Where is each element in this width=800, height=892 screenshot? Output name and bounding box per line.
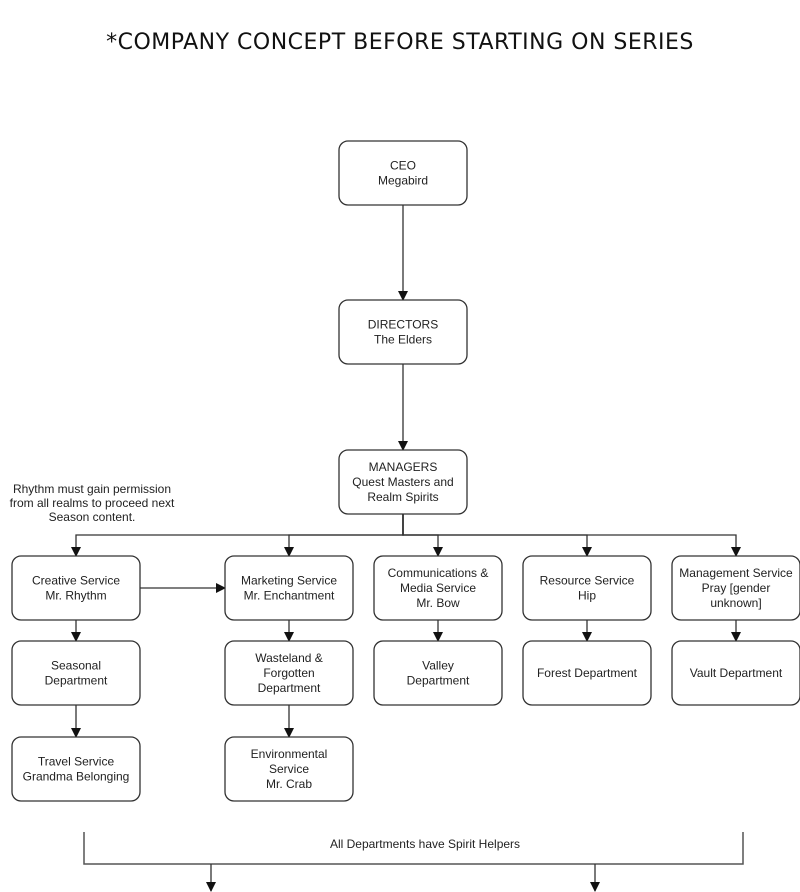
node-label-line: Mr. Rhythm [45, 589, 106, 603]
node-box [11, 555, 141, 621]
node-box [338, 140, 468, 206]
node-label-line: Realm Spirits [367, 490, 438, 504]
node-label-line: Department [45, 674, 108, 688]
node-box [338, 299, 468, 365]
node-label-line: Environmental [251, 747, 328, 761]
node-label-line: Department [407, 674, 470, 688]
node-vault[interactable]: Vault Department [671, 640, 800, 706]
node-label-line: Valley [422, 659, 454, 673]
node-label-line: Resource Service [540, 574, 635, 588]
node-forest[interactable]: Forest Department [522, 640, 652, 706]
node-label-line: CEO [390, 159, 416, 173]
node-box [522, 555, 652, 621]
node-label-line: Wasteland & [255, 651, 323, 665]
node-label-line: Travel Service [38, 755, 115, 769]
node-box [11, 640, 141, 706]
node-label-line: Grandma Belonging [23, 770, 130, 784]
node-box [522, 640, 652, 706]
node-label-line: DIRECTORS [368, 318, 438, 332]
node-box [224, 736, 354, 802]
node-label-line: Forgotten [263, 666, 314, 680]
node-box [224, 640, 354, 706]
edge-managers-to-management [402, 514, 741, 557]
connectors [71, 205, 741, 738]
node-label-line: Hip [578, 589, 596, 603]
node-label-line: Media Service [400, 581, 476, 595]
node-label-line: Mr. Crab [266, 777, 312, 791]
rhythm-note-line: from all realms to proceed next [10, 496, 175, 510]
node-box [671, 555, 800, 621]
node-box [224, 555, 354, 621]
node-label-line: Forest Department [537, 666, 638, 680]
node-label-line: Department [258, 681, 321, 695]
node-box [671, 640, 800, 706]
node-label-line: Vault Department [690, 666, 783, 680]
node-label-line: Marketing Service [241, 574, 337, 588]
node-label-line: Pray [gender [702, 581, 771, 595]
node-label-line: MANAGERS [369, 460, 438, 474]
node-box [373, 640, 503, 706]
spirit-helpers-bracket [83, 832, 744, 865]
node-label-line: Service [269, 762, 309, 776]
edge-managers-to-marketing [284, 514, 404, 557]
node-label-line: Mr. Bow [416, 596, 460, 610]
node-label-line: Communications & [388, 566, 489, 580]
node-label-line: Seasonal [51, 659, 101, 673]
node-label-line: The Elders [374, 333, 432, 347]
diagram-title: *COMPANY CONCEPT BEFORE STARTING ON SERI… [106, 30, 694, 55]
node-label-line: Management Service [679, 566, 793, 580]
node-box [11, 736, 141, 802]
node-box [338, 449, 468, 515]
node-box [373, 555, 503, 621]
rhythm-note-line: Rhythm must gain permission [13, 482, 171, 496]
node-label-line: Megabird [378, 174, 428, 188]
node-label-line: Quest Masters and [352, 475, 453, 489]
node-label-line: Creative Service [32, 574, 120, 588]
spirit-helpers-label: All Departments have Spirit Helpers [330, 837, 520, 851]
rhythm-note-line: Season content. [49, 510, 136, 524]
node-label-line: Mr. Enchantment [244, 589, 335, 603]
node-label-line: unknown] [710, 596, 761, 610]
